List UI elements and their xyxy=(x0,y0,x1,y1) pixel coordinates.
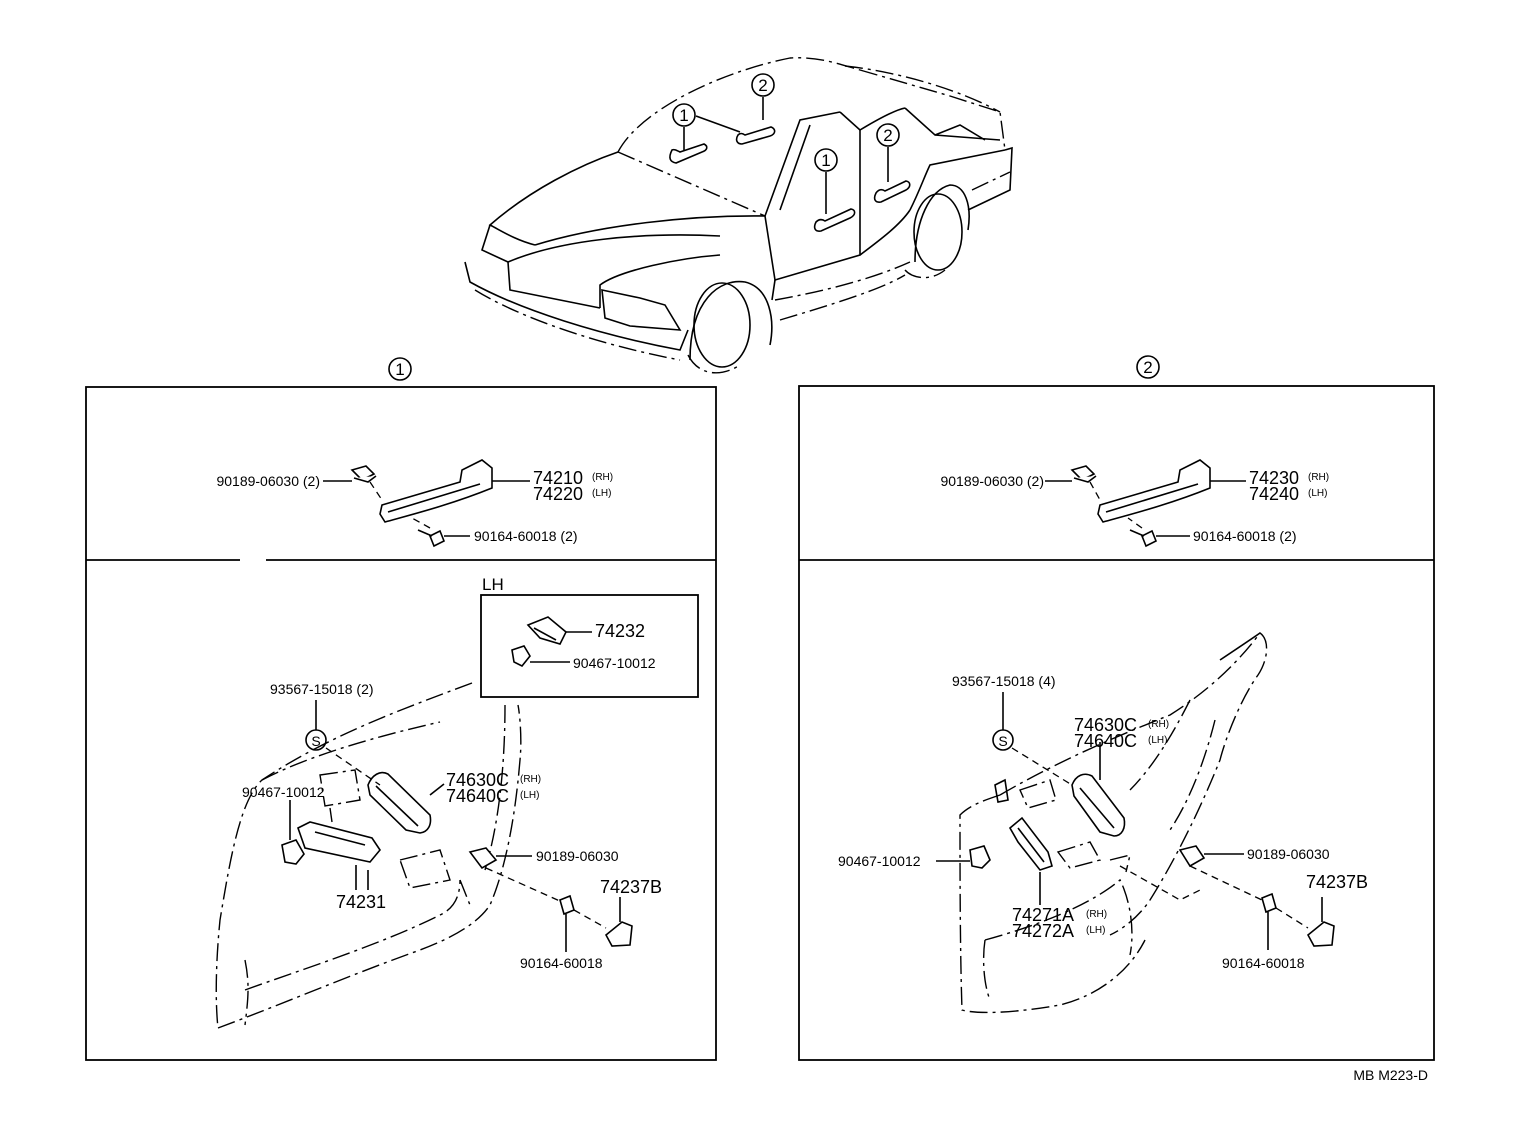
left-cover-number: 74237B xyxy=(600,877,662,897)
right-fastener-label: 93567-15018 (4) xyxy=(952,673,1056,689)
left-handle-lh-number: 74220 xyxy=(533,484,583,504)
car-overview: 1 2 1 2 xyxy=(464,57,1013,374)
marker-2-door: 2 xyxy=(883,126,892,145)
left-base-number: 74231 xyxy=(336,892,386,912)
section-marker-2: 2 xyxy=(1143,358,1152,377)
left-handle-rh-suffix: (RH) xyxy=(592,472,613,483)
left-panel: 90189-06030 (2) 74210 (RH) 74220 (LH) 90… xyxy=(85,386,717,1061)
right-grip-rh-number: 74630C xyxy=(1074,715,1137,735)
right-lower-section: S 93567-15018 (4) 74630C (RH) 74640C (LH… xyxy=(838,632,1368,1014)
left-handle-rh-number: 74210 xyxy=(533,468,583,488)
left-handle-lh-suffix: (LH) xyxy=(592,488,611,499)
left-s-symbol: S xyxy=(311,733,320,749)
left-grip-rh-suffix: (RH) xyxy=(520,774,541,785)
left-lower-section: S 93567-15018 (2) 90467-10012 74630C (RH… xyxy=(215,681,662,1029)
marker-2-roof: 2 xyxy=(758,76,767,95)
left-upper-section: 90189-06030 (2) 74210 (RH) 74220 (LH) 90… xyxy=(216,459,613,548)
footer-code: MB M223-D xyxy=(1353,1067,1428,1083)
left-upper-screw-label: 90164-60018 (2) xyxy=(474,528,578,544)
section-marker-1: 1 xyxy=(395,360,404,379)
left-lh-inset: LH 74232 90467-10012 xyxy=(480,575,699,698)
right-base-rh-suffix: (RH) xyxy=(1086,909,1107,920)
right-handle-lh-number: 74240 xyxy=(1249,484,1299,504)
right-base-lh-number: 74272A xyxy=(1012,921,1074,941)
left-grip-lh-suffix: (LH) xyxy=(520,790,539,801)
right-handle-rh-suffix: (RH) xyxy=(1308,472,1329,483)
left-upper-clip-label: 90189-06030 (2) xyxy=(216,473,320,489)
left-clip2-label: 90189-06030 xyxy=(536,848,619,864)
right-base-rh-number: 74271A xyxy=(1012,905,1074,925)
right-base-lh-suffix: (LH) xyxy=(1086,925,1105,936)
right-clip2-label: 90189-06030 xyxy=(1247,846,1330,862)
right-clip-label: 90467-10012 xyxy=(838,853,921,869)
right-grip-rh-suffix: (RH) xyxy=(1148,719,1169,730)
marker-1-door: 1 xyxy=(821,151,830,170)
left-grip-lh-number: 74640C xyxy=(446,786,509,806)
left-grip-rh-number: 74630C xyxy=(446,770,509,790)
right-cover-number: 74237B xyxy=(1306,872,1368,892)
lh-inset-title: LH xyxy=(482,575,504,594)
right-upper-clip-label: 90189-06030 (2) xyxy=(940,473,1044,489)
right-handle-rh-number: 74230 xyxy=(1249,468,1299,488)
right-upper-screw-label: 90164-60018 (2) xyxy=(1193,528,1297,544)
right-panel: 90189-06030 (2) 74230 (RH) 74240 (LH) 90… xyxy=(798,385,1435,1061)
right-grip-lh-suffix: (LH) xyxy=(1148,735,1167,746)
right-handle-lh-suffix: (LH) xyxy=(1308,488,1327,499)
right-upper-section: 90189-06030 (2) 74230 (RH) 74240 (LH) 90… xyxy=(940,459,1329,548)
left-fastener-label: 93567-15018 (2) xyxy=(270,681,374,697)
left-screw-label: 90164-60018 xyxy=(520,955,603,971)
right-screw-label: 90164-60018 xyxy=(1222,955,1305,971)
right-s-symbol: S xyxy=(998,733,1007,749)
lh-inset-part-a: 74232 xyxy=(595,621,645,641)
left-clip-label: 90467-10012 xyxy=(242,784,325,800)
marker-1-roof: 1 xyxy=(679,106,688,125)
lh-inset-part-b: 90467-10012 xyxy=(573,655,656,671)
right-grip-lh-number: 74640C xyxy=(1074,731,1137,751)
